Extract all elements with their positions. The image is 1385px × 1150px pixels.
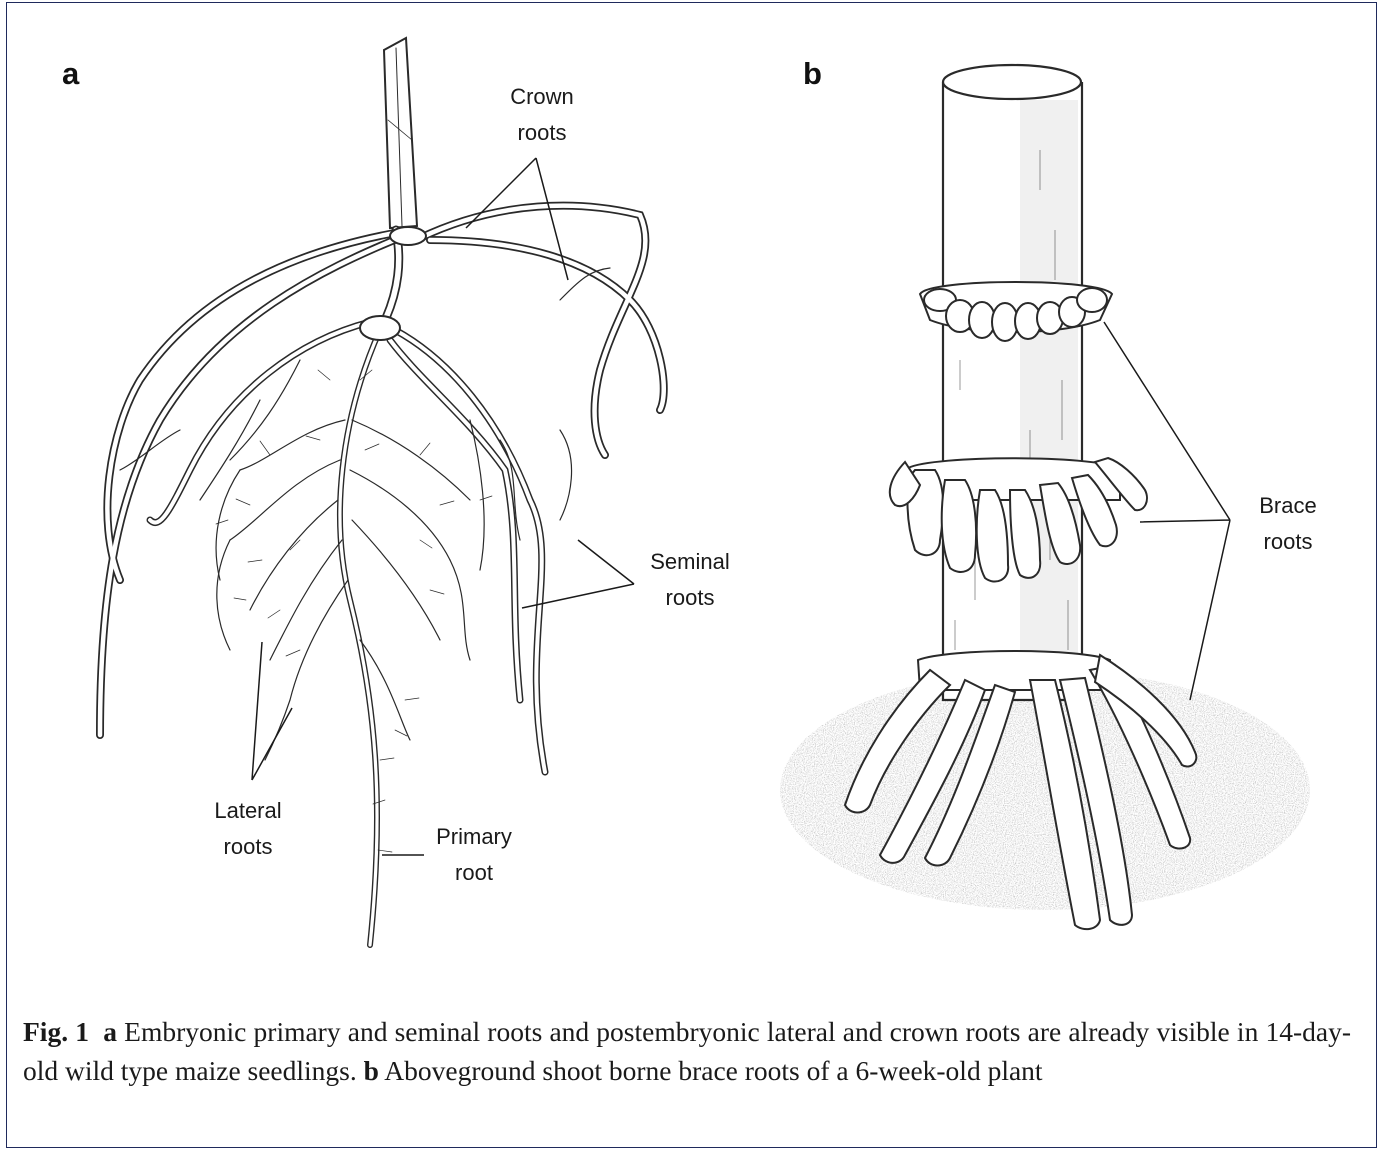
lateral-roots-label-line2: roots: [224, 834, 273, 859]
crown-roots-label-line2: roots: [518, 120, 567, 145]
panel-a-letter: a: [62, 56, 80, 91]
brace-roots-label-line1: Brace: [1259, 493, 1316, 518]
lateral-roots-annotation: Lateral roots: [214, 642, 292, 859]
primary-root-annotation: Primary root: [382, 824, 512, 885]
maize-seedling-drawing: [100, 38, 664, 945]
crown-roots-label-line1: Crown: [510, 84, 574, 109]
caption-b-tag: b: [364, 1055, 379, 1086]
seminal-roots-label-line1: Seminal: [650, 549, 729, 574]
lateral-roots-label-line1: Lateral: [214, 798, 281, 823]
primary-root-label-line1: Primary: [436, 824, 512, 849]
caption-fig-number: Fig. 1: [23, 1016, 89, 1047]
primary-root-label-line2: root: [455, 860, 493, 885]
seminal-roots-label-line2: roots: [666, 585, 715, 610]
seminal-roots-annotation: Seminal roots: [522, 540, 730, 610]
panel-b-letter: b: [803, 56, 822, 91]
brace-roots-label-line2: roots: [1264, 529, 1313, 554]
caption-b-text: Aboveground shoot borne brace roots of a…: [379, 1055, 1043, 1086]
figure-caption: Fig. 1 a Embryonic primary and seminal r…: [23, 1012, 1351, 1090]
caption-a-tag: a: [103, 1016, 117, 1047]
maize-stalk-drawing: [780, 65, 1320, 929]
